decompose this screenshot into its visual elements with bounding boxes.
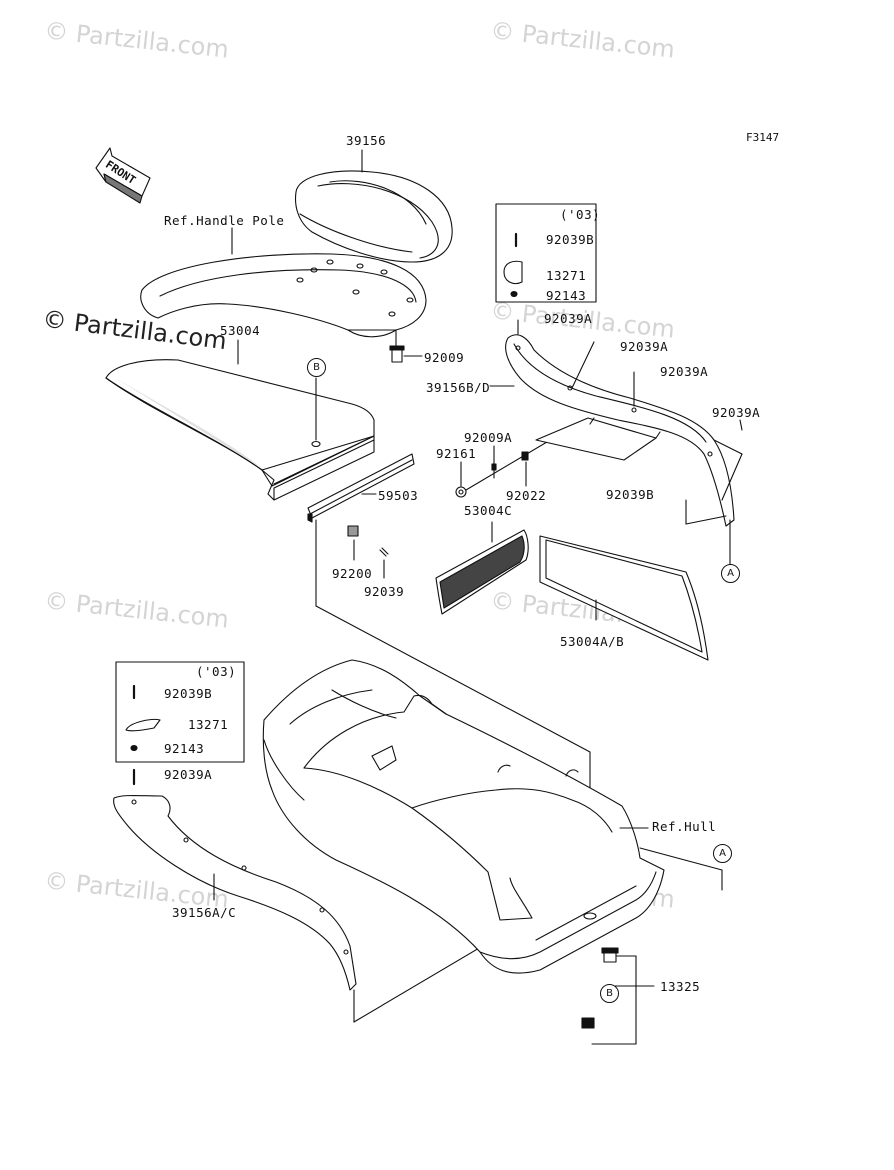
- part-label[interactable]: 92009A: [464, 430, 513, 445]
- figure-code: F3147: [746, 131, 780, 144]
- mat-53004-part: [105, 359, 375, 501]
- left-trim-39156ac-part: [113, 794, 357, 991]
- part-label[interactable]: Ref.Hull: [652, 819, 717, 834]
- part-label[interactable]: 92039A: [660, 364, 709, 379]
- part-label[interactable]: 92022: [506, 488, 547, 503]
- part-label[interactable]: 92009: [424, 350, 465, 365]
- callout-b: B: [307, 358, 326, 377]
- right-trim-39156bd-part: [505, 334, 735, 527]
- screw-92009a-part: [491, 463, 497, 479]
- part-label[interactable]: 92161: [436, 446, 477, 461]
- part-label[interactable]: Ref.Handle Pole: [164, 213, 285, 228]
- seat-cushion-part: [294, 170, 453, 263]
- part-label[interactable]: 53004A/B: [560, 634, 625, 649]
- part-label[interactable]: 39156B/D: [426, 380, 491, 395]
- washer-92200-part: [347, 525, 359, 537]
- part-label[interactable]: 92039A: [164, 767, 213, 782]
- part-label[interactable]: 39156A/C: [172, 905, 237, 920]
- inset-year-label: ('03): [560, 207, 601, 222]
- clip-92039-part: [379, 547, 389, 557]
- part-label[interactable]: 92039B: [546, 232, 595, 247]
- part-label[interactable]: 92200: [332, 566, 373, 581]
- part-label[interactable]: 92039A: [620, 339, 669, 354]
- handle-pole-cover-part: [140, 253, 427, 338]
- side-panel-53004c-part: [435, 529, 529, 615]
- part-label[interactable]: 92039A: [712, 405, 761, 420]
- part-label[interactable]: 92143: [546, 288, 587, 303]
- part-label[interactable]: 13271: [546, 268, 587, 283]
- part-label[interactable]: 39156: [346, 133, 387, 148]
- inset-box-right: [495, 203, 597, 303]
- part-label[interactable]: 92039A: [544, 311, 593, 326]
- part-label[interactable]: 59503: [378, 488, 419, 503]
- callout-b: B: [600, 984, 619, 1003]
- bolt-92009-part: [389, 345, 405, 363]
- front-arrow-icon: [95, 147, 151, 204]
- part-label[interactable]: 92143: [164, 741, 205, 756]
- part-label[interactable]: 13325: [660, 979, 701, 994]
- part-label[interactable]: 53004: [220, 323, 261, 338]
- side-panel-53004ab-part: [539, 535, 709, 661]
- hull-part: [262, 659, 665, 974]
- part-label[interactable]: 92039B: [164, 686, 213, 701]
- part-label[interactable]: 92039B: [606, 487, 655, 502]
- washer-92161-part: [455, 486, 467, 498]
- callout-a: A: [713, 844, 732, 863]
- drain-plug-13325-part: [581, 947, 619, 1029]
- callout-a: A: [721, 564, 740, 583]
- part-label[interactable]: 92039: [364, 584, 405, 599]
- nut-92022-part: [521, 451, 529, 461]
- inset-box-left: [115, 661, 245, 763]
- inset-year-label: ('03): [196, 664, 237, 679]
- bracket-59503-part: [307, 453, 415, 523]
- part-label[interactable]: 13271: [188, 717, 229, 732]
- part-label[interactable]: 53004C: [464, 503, 513, 518]
